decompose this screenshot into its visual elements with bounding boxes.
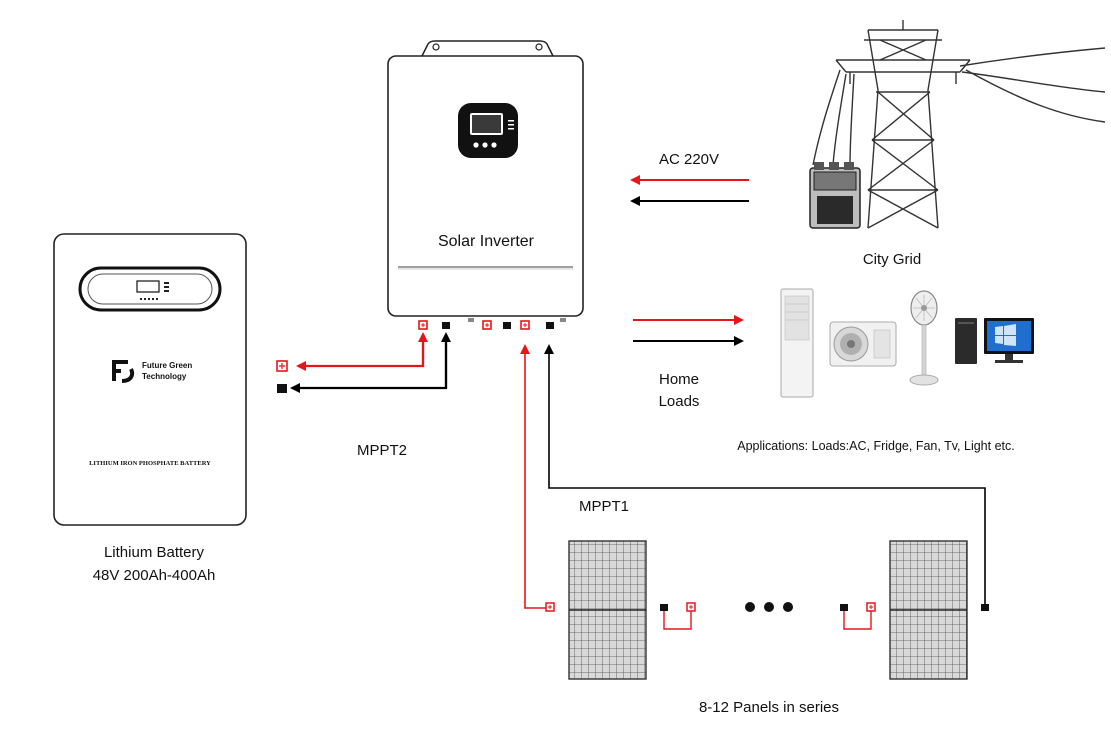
panels-label: 8-12 Panels in series [699, 699, 839, 716]
battery-label-line1: Lithium Battery [104, 544, 205, 561]
desktop-computer-icon [955, 318, 1034, 364]
battery-indicator-dots [140, 282, 169, 300]
battery-positive-wire [296, 336, 425, 371]
lithium-battery: Future Green Technology LITHIUM IRON PHO… [53, 233, 247, 526]
grid-voltage-label: AC 220V [659, 151, 719, 168]
inverter-terminals [418, 318, 566, 330]
inverter-mounting-bracket [421, 40, 554, 57]
solar-inverter: Solar Inverter [387, 40, 584, 330]
air-conditioner-outdoor-icon [829, 321, 897, 367]
pv-negative-wire [544, 344, 986, 604]
solar-panel-first [568, 540, 647, 680]
mppt1-label: MPPT1 [579, 498, 629, 515]
applications-text: Applications: Loads:AC, Fridge, Fan, Tv,… [737, 439, 1014, 453]
mppt2-label: MPPT2 [357, 442, 407, 459]
loads-label-line1: Home [659, 371, 699, 388]
electric-meter-icon [809, 162, 861, 229]
battery-type-text: LITHIUM IRON PHOSPHATE BATTERY [89, 460, 211, 467]
transmission-tower-icon [812, 20, 1106, 229]
inverter-label: Solar Inverter [438, 233, 535, 250]
pv-positive-wire [520, 344, 548, 609]
battery-label-line2: 48V 200Ah-400Ah [93, 567, 216, 584]
loads-label-line2: Loads [659, 393, 700, 410]
brand-logo-icon [112, 360, 135, 383]
battery-display-panel [78, 266, 222, 312]
battery-connector-positive [276, 360, 288, 372]
battery-screen-icon [136, 280, 160, 293]
battery-connector-negative [277, 384, 287, 393]
panel-connectors [545, 602, 989, 630]
grid-label: City Grid [863, 251, 921, 268]
ellipsis-dots [745, 602, 793, 612]
air-conditioner-indoor-icon [780, 288, 814, 398]
battery-brand-line2: Technology [142, 372, 187, 381]
inverter-body [387, 55, 584, 317]
battery-brand-line1: Future Green [142, 361, 192, 370]
solar-panel-last [889, 540, 968, 680]
electric-fan-icon [909, 290, 939, 386]
